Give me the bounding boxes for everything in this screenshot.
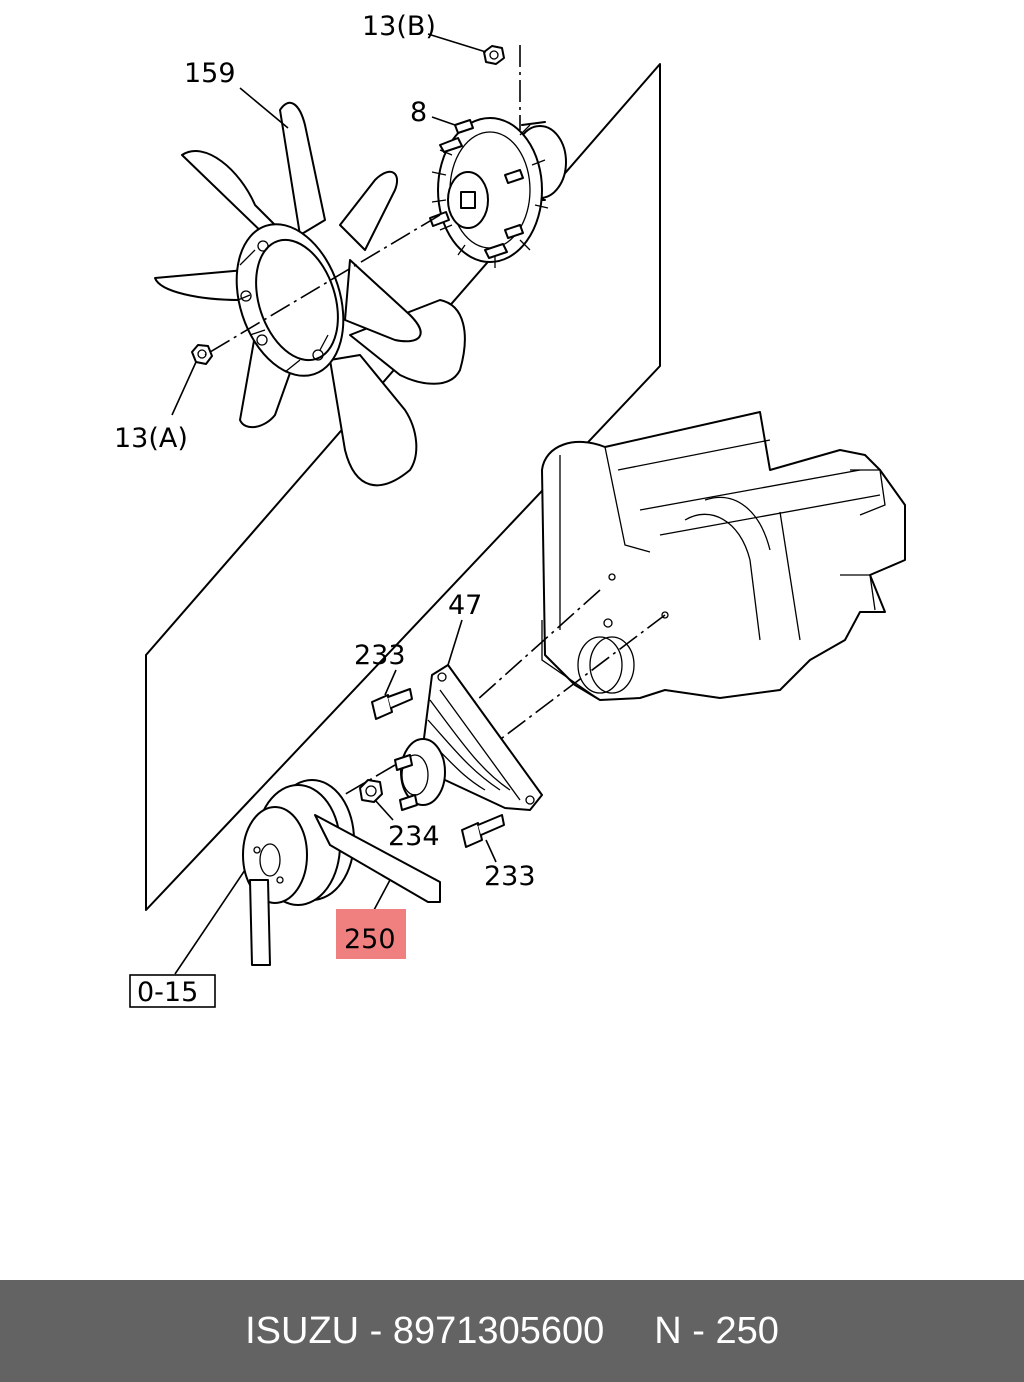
bolt-233-lower [461, 814, 505, 848]
parts-diagram: 13(B) 159 8 13(A) 47 233 234 233 250 0-1… [114, 11, 906, 1008]
fan-clutch [429, 117, 567, 268]
v-belt [249, 814, 441, 966]
footer-bar: ISUZU - 8971305600 N - 250 [0, 1280, 1024, 1382]
callout-nut-13b: 13(B) [362, 11, 436, 42]
footer-part-number: ISUZU - 8971305600 [245, 1309, 605, 1352]
reference-box: 0-15 [129, 974, 216, 1008]
highlight-box-250 [336, 909, 406, 959]
cooling-fan [154, 101, 466, 487]
callout-bolt-233-upper: 233 [354, 640, 406, 671]
callout-bracket-47: 47 [448, 590, 482, 621]
callout-nut-13a: 13(A) [114, 423, 188, 454]
callout-bolt-233-lower: 233 [484, 861, 536, 892]
nut-234 [359, 779, 383, 803]
bolt-233-upper [371, 688, 413, 720]
reference-box-label: 0-15 [137, 977, 198, 1008]
callout-fan-159: 159 [184, 58, 236, 89]
callout-belt-250: 250 [344, 924, 396, 955]
fan-bracket [394, 664, 543, 811]
footer-reference: N - 250 [654, 1309, 779, 1352]
callout-fan-clutch-8: 8 [410, 97, 427, 128]
nut-13b [483, 45, 505, 65]
callout-nut-234: 234 [388, 821, 440, 852]
engine-block [541, 411, 906, 701]
nut-13a [191, 344, 213, 365]
